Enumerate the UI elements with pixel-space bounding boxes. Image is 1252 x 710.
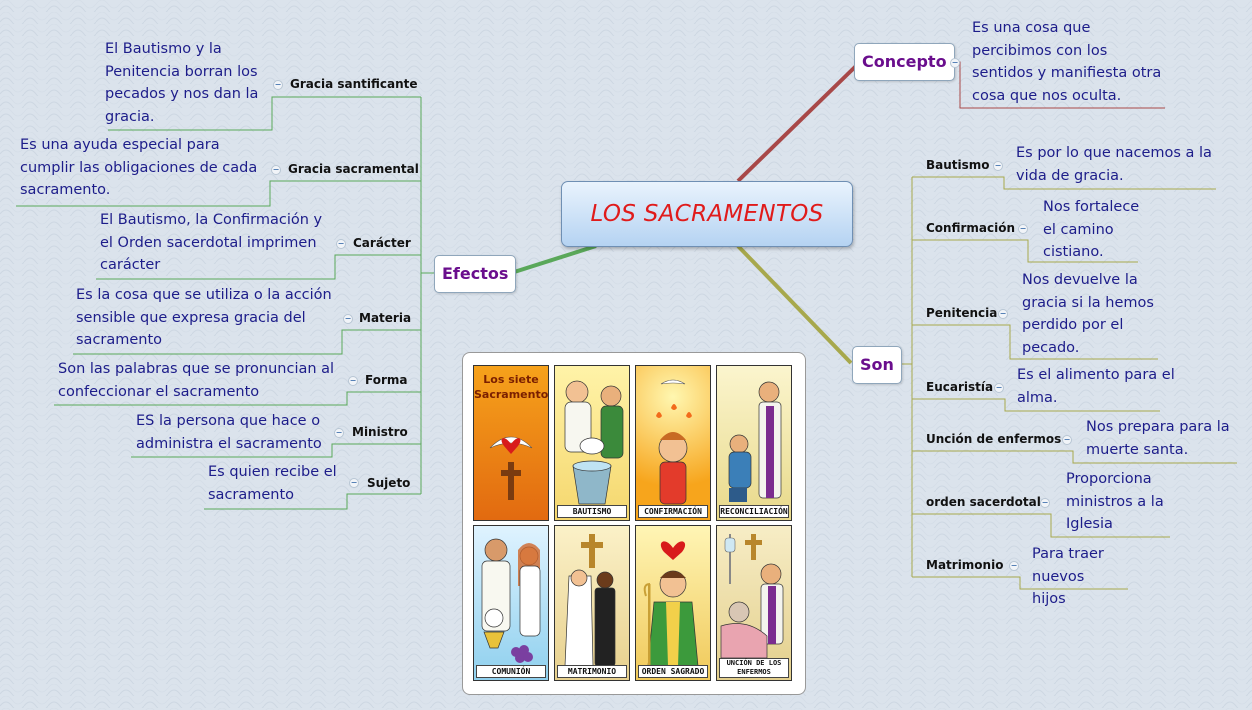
efectos-note-gracia-sacramental: Es una ayuda especial para cumplir las o… (20, 137, 258, 198)
topic-concepto[interactable]: Concepto (854, 43, 955, 81)
card-caption: MATRIMONIO (557, 665, 627, 678)
efectos-note-caracter: El Bautismo, la Confirmación y el Orden … (100, 212, 323, 273)
collapse-icon[interactable]: − (1062, 435, 1072, 445)
sacraments-image: Los siete Sacramentos BAUTISMO C (462, 352, 806, 695)
card-uncion: UNCIÓN DE LOS ENFERMOS (716, 525, 792, 681)
card-caption: COMUNIÓN (476, 665, 546, 678)
son-note-uncion-de-enfermos: Nos prepara para la muerte santa. (1086, 419, 1230, 458)
son-item-penitencia[interactable]: Penitencia (926, 306, 998, 320)
son-item-eucaristia[interactable]: Eucaristía (926, 380, 994, 394)
matrimony-illustration (564, 534, 616, 667)
card-caption: CONFIRMACIÓN (638, 505, 708, 518)
baptism-illustration (564, 380, 624, 505)
son-item-orden-sacerdotal[interactable]: orden sacerdotal (926, 495, 1041, 509)
efectos-item-gracia-sacramental[interactable]: Gracia sacramental (288, 162, 419, 176)
holy-orders-illustration (643, 541, 699, 667)
efectos-item-materia[interactable]: Materia (359, 311, 412, 325)
card-title: Los siete Sacramentos (473, 365, 549, 521)
collapse-icon[interactable]: − (994, 383, 1004, 393)
son-item-confirmacion[interactable]: Confirmación (926, 221, 1016, 235)
efectos-note-sujeto: Es quien recibe el sacramento (208, 464, 337, 503)
son-item-bautismo[interactable]: Bautismo (926, 158, 990, 172)
reconciliation-illustration (728, 381, 782, 502)
concepto-text: Es una cosa que percibimos con los senti… (972, 20, 1162, 104)
collapse-icon[interactable]: − (993, 161, 1003, 171)
branch-concepto (736, 64, 858, 183)
son-note-penitencia: Nos devuelve la gracia si la hemos perdi… (1022, 272, 1154, 356)
son-note-eucaristia: Es el alimento para el alma. (1017, 367, 1175, 406)
confirmation-illustration (656, 379, 692, 505)
collapse-icon[interactable]: − (271, 165, 281, 175)
topic-efectos-label: Efectos (442, 264, 509, 283)
collapse-concepto-icon[interactable]: − (950, 58, 960, 68)
card-caption: ORDEN SAGRADO (638, 665, 708, 678)
card-title-text: Los siete Sacramentos (474, 373, 549, 401)
efectos-item-caracter[interactable]: Carácter (353, 236, 411, 250)
collapse-icon[interactable]: − (336, 239, 346, 249)
efectos-item-gracia-santificante[interactable]: Gracia santificante (290, 77, 418, 91)
topic-efectos[interactable]: Efectos (434, 255, 517, 293)
son-item-matrimonio[interactable]: Matrimonio (926, 558, 1004, 572)
efectos-note-gracia-santificante: El Bautismo y la Penitencia borran los p… (105, 41, 259, 125)
card-reconciliacion: RECONCILIACIÓN (716, 365, 792, 521)
card-caption: UNCIÓN DE LOS ENFERMOS (719, 658, 789, 678)
branch-efectos (507, 244, 597, 276)
anointing-illustration (720, 534, 784, 659)
card-caption: RECONCILIACIÓN (719, 505, 789, 518)
collapse-icon[interactable]: − (349, 478, 359, 488)
card-matrimonio: MATRIMONIO (554, 525, 630, 681)
dove-heart-icon (489, 436, 533, 500)
collapse-icon[interactable]: − (1040, 498, 1050, 508)
branch-son (736, 244, 853, 365)
collapse-icon[interactable]: − (998, 309, 1008, 319)
card-comunion: COMUNIÓN (473, 525, 549, 681)
card-orden-sagrado: ORDEN SAGRADO (635, 525, 711, 681)
topic-concepto-label: Concepto (862, 52, 947, 71)
son-item-uncion-de-enfermos[interactable]: Unción de enfermos (926, 432, 1062, 446)
central-topic[interactable]: LOS SACRAMENTOS (561, 181, 853, 247)
son-note-matrimonio: Para traer nuevos hijos (1032, 546, 1104, 607)
efectos-note-materia: Es la cosa que se utiliza o la acción se… (76, 287, 332, 348)
collapse-icon[interactable]: − (348, 376, 358, 386)
efectos-note-forma: Son las palabras que se pronuncian al co… (58, 361, 335, 400)
card-confirmacion: CONFIRMACIÓN (635, 365, 711, 521)
collapse-icon[interactable]: − (334, 428, 344, 438)
topic-son-label: Son (860, 355, 894, 374)
card-caption: BAUTISMO (557, 505, 627, 518)
efectos-item-forma[interactable]: Forma (365, 373, 408, 387)
collapse-icon[interactable]: − (273, 80, 283, 90)
collapse-icon[interactable]: − (343, 314, 353, 324)
central-topic-label: LOS SACRAMENTOS (590, 201, 824, 227)
collapse-icon[interactable]: − (1009, 561, 1019, 571)
son-note-orden-sacerdotal: Proporciona ministros a la Iglesia (1066, 471, 1164, 532)
efectos-note-ministro: ES la persona que hace o administra el s… (136, 413, 322, 452)
communion-illustration (481, 538, 541, 663)
collapse-icon[interactable]: − (1018, 224, 1028, 234)
efectos-item-sujeto[interactable]: Sujeto (367, 476, 411, 490)
efectos-item-ministro[interactable]: Ministro (352, 425, 408, 439)
son-note-bautismo: Es por lo que nacemos a la vida de graci… (1016, 145, 1212, 184)
topic-son[interactable]: Son (852, 346, 902, 384)
son-note-confirmacion: Nos fortalece el camino cistiano. (1043, 199, 1140, 260)
card-bautismo: BAUTISMO (554, 365, 630, 521)
